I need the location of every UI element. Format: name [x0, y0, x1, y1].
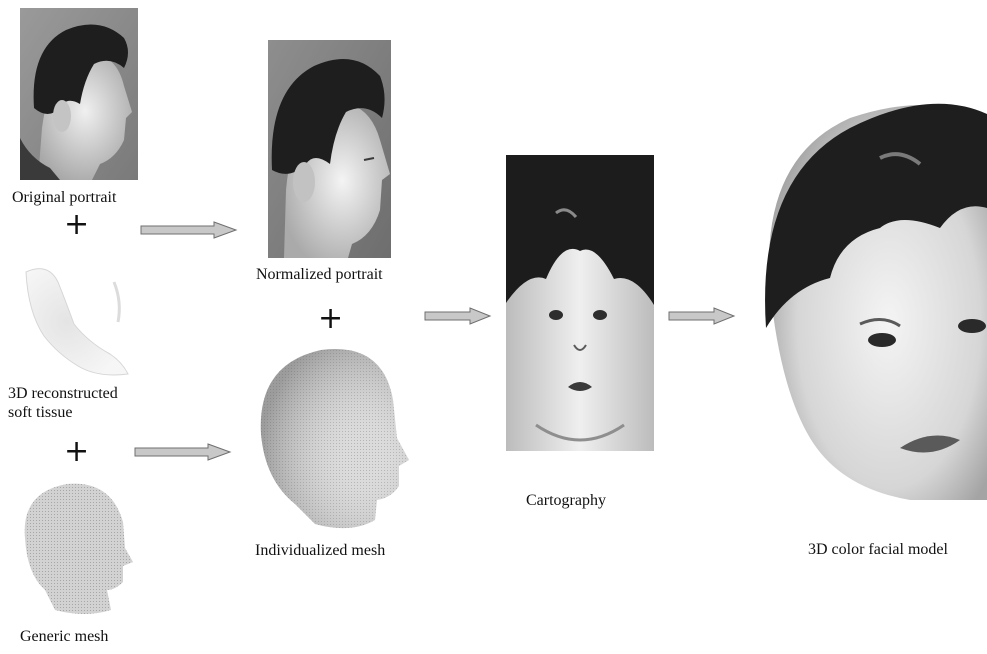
generic-mesh-label: Generic mesh — [20, 628, 108, 646]
soft-tissue-label-line2: soft tissue — [8, 404, 72, 422]
individualized-mesh-image — [255, 344, 415, 536]
cartography-label: Cartography — [526, 492, 606, 510]
normalized-portrait-image — [268, 40, 391, 258]
plus-operator-1: + — [64, 210, 89, 240]
generic-mesh-image — [15, 478, 140, 618]
arrow-icon-3 — [424, 307, 492, 325]
normalized-portrait-label: Normalized portrait — [256, 266, 383, 284]
original-portrait-image — [20, 8, 138, 180]
soft-tissue-image — [18, 262, 138, 382]
soft-tissue-label-line1: 3D reconstructed — [8, 385, 118, 403]
color-facial-model-image — [760, 88, 987, 500]
original-portrait-label: Original portrait — [12, 189, 116, 207]
plus-operator-3: + — [318, 304, 343, 334]
cartography-image — [506, 155, 654, 467]
arrow-icon-4 — [668, 307, 736, 325]
arrow-icon-1 — [140, 221, 238, 239]
individualized-mesh-label: Individualized mesh — [255, 542, 385, 560]
arrow-icon-2 — [134, 443, 232, 461]
color-facial-model-label: 3D color facial model — [808, 541, 948, 559]
plus-operator-2: + — [64, 437, 89, 467]
